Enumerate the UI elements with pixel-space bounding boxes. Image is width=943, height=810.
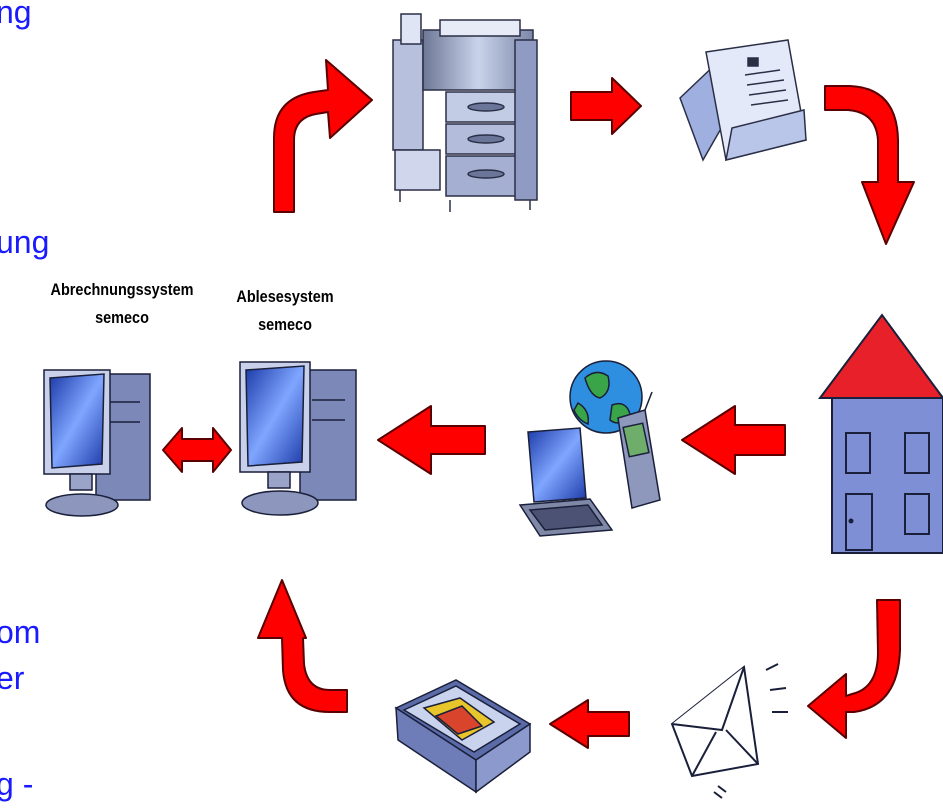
curved-arrow-to-reading-system <box>258 580 347 712</box>
billing-system-computer-icon <box>44 370 150 516</box>
scanner-icon <box>396 680 530 792</box>
envelope-icon <box>672 664 788 798</box>
printer-icon <box>393 14 537 212</box>
curved-arrow-to-envelope <box>808 600 900 738</box>
arrow-envelope-to-scanner <box>550 700 629 748</box>
laptop-globe-phone-icon <box>520 361 660 536</box>
reading-system-computer-icon <box>240 362 356 515</box>
house-icon <box>820 315 943 553</box>
letter-icon <box>680 40 806 160</box>
arrow-mobile-to-reading-system <box>378 406 485 474</box>
arrow-printer-to-letter <box>571 78 641 134</box>
double-arrow-between-systems <box>163 428 231 472</box>
curved-arrow-to-printer <box>274 60 372 212</box>
curved-arrow-to-house <box>825 86 914 244</box>
arrow-house-to-mobile <box>682 406 785 474</box>
